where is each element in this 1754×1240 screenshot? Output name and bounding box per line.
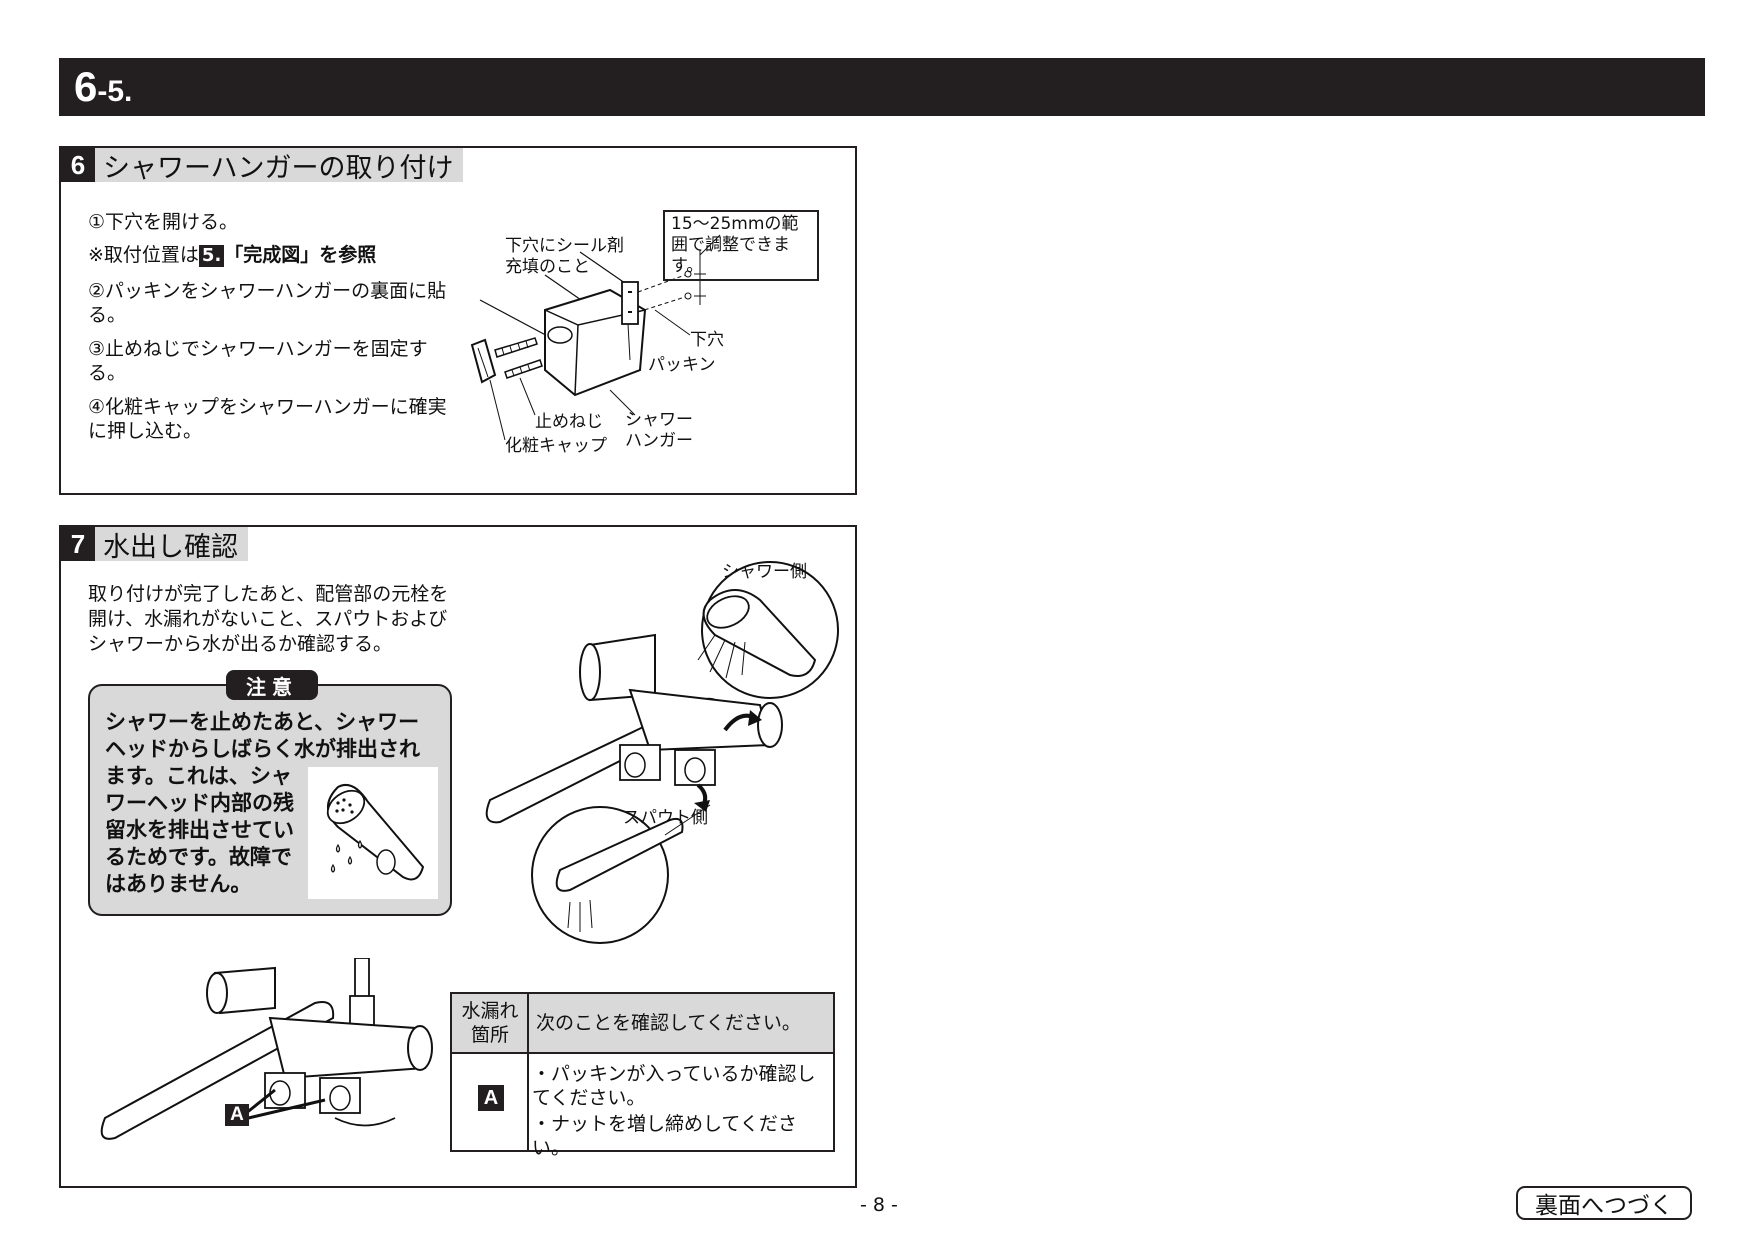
caution-line-1: シャワーを止めたあと、シャワー: [105, 710, 420, 734]
caution-line-4: ワーヘッド内部の残: [105, 791, 294, 815]
label-screw: 止めねじ: [535, 412, 603, 432]
table-header-left: 水漏れ箇所: [461, 1000, 519, 1046]
label-shower-hanger: シャワーハンガー: [625, 410, 693, 451]
section-6-title-text: シャワーハンガーの取り付け: [103, 152, 454, 184]
table-row-key-badge: A: [478, 1085, 504, 1111]
label-range-box: 15～25mmの範囲で調整できます。: [663, 210, 819, 281]
point-a-badge: A: [225, 1104, 249, 1126]
label-pilot-hole: 下穴: [690, 330, 724, 350]
caution-line-6: るためです。故障で: [105, 845, 292, 869]
faucet-leak-points-illustration: [100, 958, 433, 1140]
caution-label: 注意: [226, 670, 318, 700]
shower-drip-illustration: [308, 767, 438, 899]
caution-line-2: ヘッドからしばらく水が排出され: [105, 737, 420, 761]
caution-line-7: はありません。: [105, 872, 252, 896]
shower-hanger-illustration: [470, 234, 721, 441]
step-2: ②パッキンをシャワーハンガーの裏面に貼る。: [88, 280, 447, 326]
table-row-item-1: ・パッキンが入っているか確認してください。: [532, 1063, 816, 1109]
caution-line-5: 留水を排出させてい: [105, 818, 294, 842]
step-1: ①下穴を開ける。: [88, 211, 239, 233]
label-sealant: 下穴にシール剤充填のこと: [505, 236, 624, 277]
section-7-title: 7 水出し確認: [61, 527, 248, 563]
ref-badge: 5.: [198, 245, 225, 267]
label-shower-side: シャワー側: [722, 562, 807, 582]
section-7-instruction: 取り付けが完了したあと、配管部の元栓を開け、水漏れがないこと、スパウトおよびシャ…: [88, 583, 449, 655]
section-6-number: 6: [61, 148, 95, 182]
section-7-title-text: 水出し確認: [103, 531, 238, 563]
section-7-number: 7: [61, 527, 95, 561]
label-cap: 化粧キャップ: [505, 436, 607, 456]
caution-line-3: ます。これは、シャ: [105, 764, 292, 788]
label-spout-side: スパウト側: [623, 808, 708, 828]
table-row-item-2: ・ナットを増し締めしてください。: [532, 1113, 797, 1159]
leak-check-table: 水漏れ箇所 次のことを確認してください。 A ・パッキンが入っているか確認してく…: [450, 992, 835, 1159]
continue-on-back-label: 裏面へつづく: [1516, 1186, 1692, 1220]
section-number: 6-5.: [74, 63, 133, 110]
label-packing: パッキン: [648, 355, 716, 375]
section-header-bar: 6-5.: [59, 58, 1705, 116]
table-header: [452, 994, 833, 1054]
step-4: ④化粧キャップをシャワーハンガーに確実に押し込む。: [88, 396, 447, 442]
faucet-water-check-illustration: [485, 561, 839, 944]
section-6-title: 6 シャワーハンガーの取り付け: [61, 148, 464, 184]
page-number: - 8 -: [860, 1194, 898, 1216]
section-6-box: 6 シャワーハンガーの取り付け: [59, 146, 857, 495]
step-3: ③止めねじでシャワーハンガーを固定する。: [88, 338, 428, 384]
table-header-right: 次のことを確認してください。: [536, 1012, 801, 1034]
